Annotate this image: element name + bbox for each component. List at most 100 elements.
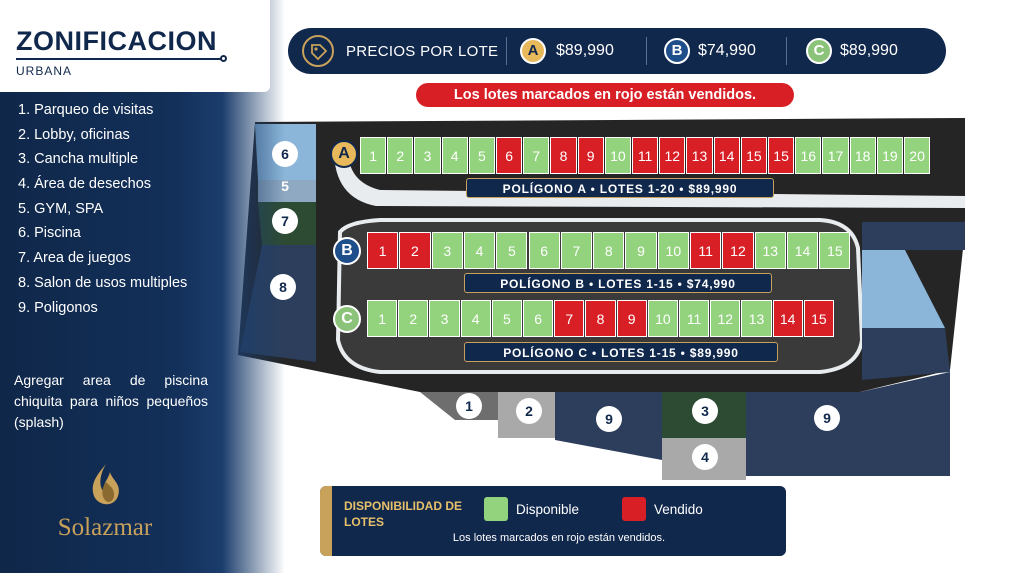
availability-accent xyxy=(320,486,332,556)
lot-a-16[interactable]: 16 xyxy=(795,137,822,174)
lot-b-13[interactable]: 13 xyxy=(754,232,786,269)
price-separator xyxy=(646,37,647,65)
polygon-a-badge: A xyxy=(330,140,358,168)
lot-b-6[interactable]: 6 xyxy=(528,232,560,269)
design-note: Agregar area de piscina chiquita para ni… xyxy=(14,372,208,430)
price-bar-title: PRECIOS POR LOTE xyxy=(346,43,499,60)
zone-legend: 1. Parqueo de visitas 2. Lobby, oficinas… xyxy=(18,98,187,320)
zone-3-marker: 3 xyxy=(692,398,718,424)
lot-a-2[interactable]: 2 xyxy=(387,137,414,174)
availability-legend xyxy=(320,486,786,556)
lot-a-15[interactable]: 15 xyxy=(768,137,795,174)
lot-a-20[interactable]: 20 xyxy=(904,137,931,174)
lot-a-8[interactable]: 8 xyxy=(550,137,577,174)
price-tag-icon xyxy=(302,35,334,67)
lot-b-9[interactable]: 9 xyxy=(625,232,657,269)
available-swatch xyxy=(484,497,508,521)
availability-title: DISPONIBILIDAD DE LOTES xyxy=(344,499,463,529)
lot-c-3[interactable]: 3 xyxy=(429,300,460,337)
zone-2-marker: 2 xyxy=(516,398,542,424)
price-separator xyxy=(506,37,507,65)
lot-a-14[interactable]: 14 xyxy=(713,137,740,174)
lot-b-15[interactable]: 15 xyxy=(819,232,851,269)
lot-a-12[interactable]: 12 xyxy=(659,137,686,174)
legend-item: 4. Área de desechos xyxy=(18,176,152,193)
lot-b-11[interactable]: 11 xyxy=(690,232,722,269)
lot-c-10[interactable]: 10 xyxy=(647,300,678,337)
polygon-b-badge: B xyxy=(333,237,361,265)
lot-b-2[interactable]: 2 xyxy=(399,232,431,269)
lot-b-7[interactable]: 7 xyxy=(560,232,593,269)
lot-c-4[interactable]: 4 xyxy=(460,300,491,337)
legend-item: 5. GYM, SPA xyxy=(18,200,104,217)
tier-c-badge: C xyxy=(806,38,832,64)
brand-logo: Solazmar xyxy=(40,460,170,550)
right-block-lower xyxy=(862,328,950,380)
lot-b-5[interactable]: 5 xyxy=(496,232,528,269)
price-separator xyxy=(786,37,787,65)
lot-a-15[interactable]: 15 xyxy=(740,137,767,174)
title-underline xyxy=(16,58,224,60)
brand-name: Solazmar xyxy=(57,514,153,541)
lot-a-13[interactable]: 13 xyxy=(686,137,713,174)
lot-c-1[interactable]: 1 xyxy=(367,300,398,337)
lot-b-12[interactable]: 12 xyxy=(722,232,754,269)
tier-a-price: $89,990 xyxy=(556,42,614,59)
polygon-c-label: POLÍGONO C • LOTES 1-15 • $89,990 xyxy=(464,342,778,362)
polygon-b-label: POLÍGONO B • LOTES 1-15 • $74,990 xyxy=(464,273,772,293)
lot-c-13[interactable]: 13 xyxy=(741,300,772,337)
price-bar: PRECIOS POR LOTE A $89,990 B $74,990 C $… xyxy=(288,28,946,74)
lot-a-7[interactable]: 7 xyxy=(523,137,550,174)
lot-b-8[interactable]: 8 xyxy=(593,232,625,269)
sold-swatch xyxy=(622,497,646,521)
zone-5-marker: 5 xyxy=(281,178,289,194)
lot-c-14[interactable]: 14 xyxy=(772,300,803,337)
tier-a-badge: A xyxy=(520,38,546,64)
page-title: ZONIFICACION xyxy=(16,26,217,56)
lot-a-10[interactable]: 10 xyxy=(604,137,631,174)
lot-b-3[interactable]: 3 xyxy=(431,232,463,269)
title-card xyxy=(0,22,262,84)
sold-label: Vendido xyxy=(654,502,703,517)
flame-logo-icon xyxy=(92,464,119,505)
lot-b-1[interactable]: 1 xyxy=(367,232,399,269)
lot-c-7[interactable]: 7 xyxy=(554,300,585,337)
polygon-a-label: POLÍGONO A • LOTES 1-20 • $89,990 xyxy=(466,178,774,198)
lot-c-8[interactable]: 8 xyxy=(585,300,616,337)
lot-c-6[interactable]: 6 xyxy=(523,300,554,337)
legend-item: 3. Cancha multiple xyxy=(18,151,139,168)
lot-a-19[interactable]: 19 xyxy=(876,137,903,174)
lot-a-4[interactable]: 4 xyxy=(441,137,468,174)
lot-c-9[interactable]: 9 xyxy=(616,300,647,337)
available-label: Disponible xyxy=(516,502,580,517)
left-panel xyxy=(0,0,285,573)
lot-b-10[interactable]: 10 xyxy=(657,232,689,269)
polygon-c-badge: C xyxy=(333,305,361,333)
lot-a-1[interactable]: 1 xyxy=(360,137,387,174)
lot-a-3[interactable]: 3 xyxy=(414,137,441,174)
lot-c-11[interactable]: 11 xyxy=(679,300,710,337)
legend-item: 6. Piscina xyxy=(18,225,81,242)
lot-a-17[interactable]: 17 xyxy=(822,137,849,174)
right-block-upper xyxy=(862,222,965,250)
title-underline-dot xyxy=(220,55,227,62)
lot-b-14[interactable]: 14 xyxy=(786,232,819,269)
sold-banner: Los lotes marcados en rojo están vendido… xyxy=(416,83,794,107)
zone-9-right-block xyxy=(746,372,950,476)
lot-a-5[interactable]: 5 xyxy=(468,137,495,174)
lot-a-6[interactable]: 6 xyxy=(496,137,523,174)
lot-c-2[interactable]: 2 xyxy=(398,300,429,337)
lot-b-4[interactable]: 4 xyxy=(463,232,496,269)
tier-b-price: $74,990 xyxy=(698,42,756,59)
lot-a-18[interactable]: 18 xyxy=(849,137,876,174)
tier-c-price: $89,990 xyxy=(840,42,898,59)
lot-a-11[interactable]: 11 xyxy=(632,137,659,174)
lot-c-5[interactable]: 5 xyxy=(491,300,522,337)
zone-9-marker: 9 xyxy=(814,405,840,431)
lot-c-12[interactable]: 12 xyxy=(710,300,741,337)
availability-note: Los lotes marcados en rojo están vendido… xyxy=(452,532,666,544)
zone-1-marker: 1 xyxy=(456,393,482,419)
lot-a-9[interactable]: 9 xyxy=(577,137,604,174)
lot-c-15[interactable]: 15 xyxy=(803,300,834,337)
zone-4-marker: 4 xyxy=(692,444,718,470)
